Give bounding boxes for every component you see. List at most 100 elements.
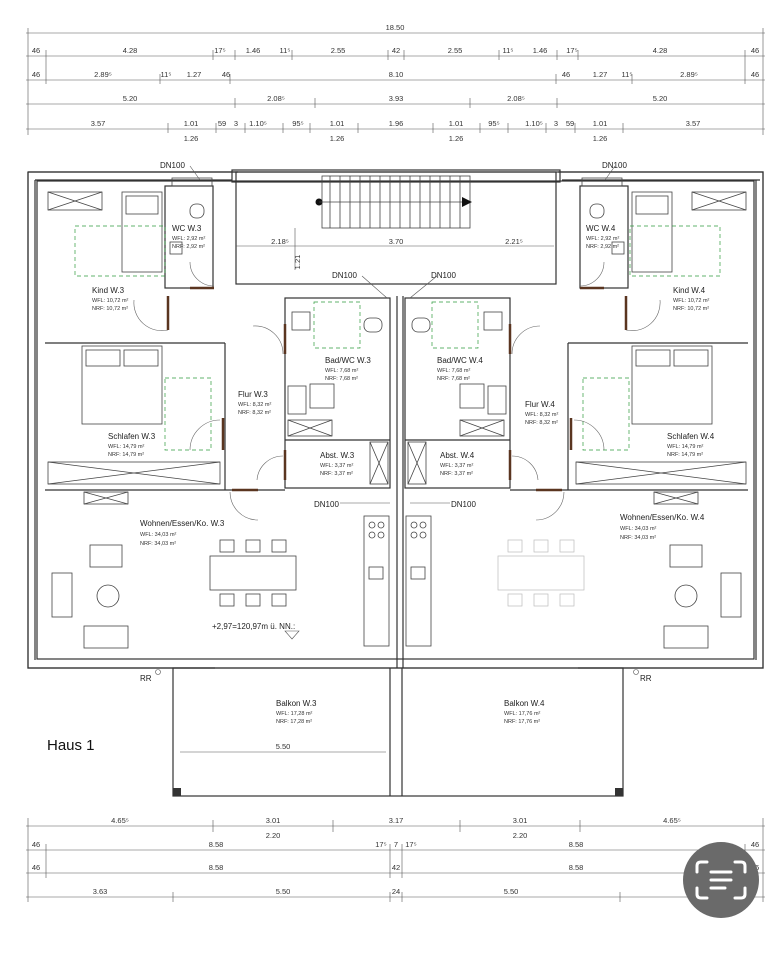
room-flur-w4: Flur W.4 WFL: 8,32 m² NRF: 8,32 m² xyxy=(525,400,558,426)
svg-text:WC W.3: WC W.3 xyxy=(172,224,202,233)
dim-top-5-2: 1.26 xyxy=(330,134,345,143)
dim-top-1-3: 17⁵ xyxy=(214,46,225,55)
svg-text:Flur W.4: Flur W.4 xyxy=(525,400,555,409)
dim-top-5-4: 1.26 xyxy=(593,134,608,143)
dim-bottom-1-1: 4.65⁵ xyxy=(111,816,129,825)
dim-top-4-5: 1.10⁵ xyxy=(249,119,267,128)
svg-text:NRF: 17,28 m²: NRF: 17,28 m² xyxy=(276,719,312,725)
dim-bottom-4-3: 24 xyxy=(392,887,400,896)
svg-text:WFL: 34,03 m²: WFL: 34,03 m² xyxy=(140,532,177,538)
svg-text:WFL: 10,72 m²: WFL: 10,72 m² xyxy=(92,298,129,304)
stair-dim-mid: 3.70 xyxy=(389,237,404,246)
dn100-label: DN100 xyxy=(160,161,185,170)
svg-text:NRF: 3,37 m²: NRF: 3,37 m² xyxy=(440,471,473,477)
dn100-label: DN100 xyxy=(314,500,339,509)
svg-text:Abst. W.4: Abst. W.4 xyxy=(440,451,475,460)
dim-bottom-2-6: 8.58 xyxy=(569,840,584,849)
svg-text:NRF: 8,32 m²: NRF: 8,32 m² xyxy=(238,410,271,416)
svg-text:Balkon W.4: Balkon W.4 xyxy=(504,699,545,708)
svg-text:NRF: 2,92 m²: NRF: 2,92 m² xyxy=(172,244,205,250)
dim-bottom-1-5: 4.65⁵ xyxy=(663,816,681,825)
room-schlafen-w3: Schlafen W.3 WFL: 14,79 m² NRF: 14,79 m² xyxy=(108,432,156,458)
dim-bottom-2-5: 17⁵ xyxy=(405,840,416,849)
svg-text:NRF: 2,92 m²: NRF: 2,92 m² xyxy=(586,244,619,250)
dim-bottom-1-2: 3.01 xyxy=(266,816,281,825)
room-wohnen-w3: Wohnen/Essen/Ko. W.3 WFL: 34,03 m² NRF: … xyxy=(140,519,225,547)
svg-text:WFL: 7,68 m²: WFL: 7,68 m² xyxy=(437,368,470,374)
dim-top-4-12: 3 xyxy=(554,119,558,128)
dim-bottom-3-1: 46 xyxy=(32,863,40,872)
dim-top-1-13: 46 xyxy=(751,46,759,55)
dim-top-2-6: 8.10 xyxy=(389,70,404,79)
svg-text:Kind W.3: Kind W.3 xyxy=(92,286,125,295)
room-wohnen-w4: Wohnen/Essen/Ko. W.4 WFL: 34,03 m² NRF: … xyxy=(620,513,705,541)
dim-top-1-9: 11⁵ xyxy=(503,46,514,55)
dim-top-1-6: 2.55 xyxy=(331,46,346,55)
room-wc-w3: WC W.3 WFL: 2,92 m² NRF: 2,92 m² xyxy=(172,224,205,250)
dim-bottom-2-7: 46 xyxy=(751,840,759,849)
elevation-label: +2,97=120,97m ü. NN.: xyxy=(212,622,295,631)
dim-top-5-3: 1.26 xyxy=(449,134,464,143)
svg-text:WFL: 14,79 m²: WFL: 14,79 m² xyxy=(108,444,145,450)
dim-top-2-3: 11⁵ xyxy=(161,70,172,79)
dim-top-2-7: 46 xyxy=(562,70,570,79)
dim-bottom-1-4: 3.01 xyxy=(513,816,528,825)
document-scan-icon xyxy=(695,860,747,900)
document-scan-button[interactable] xyxy=(683,842,759,918)
room-balkon-w3: Balkon W.3 WFL: 17,28 m² NRF: 17,28 m² xyxy=(276,699,317,725)
svg-text:Abst. W.3: Abst. W.3 xyxy=(320,451,355,460)
svg-text:WFL: 8,32 m²: WFL: 8,32 m² xyxy=(238,402,271,408)
svg-text:Bad/WC W.4: Bad/WC W.4 xyxy=(437,356,483,365)
dim-bottom-4-4: 5.50 xyxy=(504,887,519,896)
dim-top-1-8: 2.55 xyxy=(448,46,463,55)
svg-text:WFL: 17,28 m²: WFL: 17,28 m² xyxy=(276,711,313,717)
top-dimension-chains: 18.50 46 4.28 17⁵ 1.46 11⁵ 2.55 42 2.55 … xyxy=(26,23,765,143)
svg-text:WFL: 34,03 m²: WFL: 34,03 m² xyxy=(620,526,657,532)
room-bad-w4: Bad/WC W.4 WFL: 7,68 m² NRF: 7,68 m² xyxy=(437,356,483,382)
room-balkon-w4: Balkon W.4 WFL: 17,76 m² NRF: 17,76 m² xyxy=(504,699,545,725)
dim-bottom-2-4: 7 xyxy=(394,840,398,849)
dim-bottom-3-2: 8.58 xyxy=(209,863,224,872)
room-labels: WC W.3 WFL: 2,92 m² NRF: 2,92 m² WC W.4 … xyxy=(92,224,715,725)
rr-label: RR xyxy=(140,674,152,683)
dim-top-4-1: 3.57 xyxy=(91,119,106,128)
dim-top-1-5: 11⁵ xyxy=(280,46,291,55)
stair-dim-left: 2.18⁵ xyxy=(271,237,289,246)
dim-bottom-2-1: 46 xyxy=(32,840,40,849)
svg-text:NRF: 14,79 m²: NRF: 14,79 m² xyxy=(108,452,144,458)
balcony-dim: 5.50 xyxy=(276,742,291,751)
dim-bottom-3-4: 8.58 xyxy=(569,863,584,872)
svg-text:Schlafen W.4: Schlafen W.4 xyxy=(667,432,715,441)
svg-text:WFL: 17,76 m²: WFL: 17,76 m² xyxy=(504,711,541,717)
dim-top-4-10: 95⁵ xyxy=(488,119,499,128)
svg-text:WFL: 3,37 m²: WFL: 3,37 m² xyxy=(440,463,473,469)
svg-text:Balkon W.3: Balkon W.3 xyxy=(276,699,317,708)
staircase: 2.18⁵ 3.70 2.21⁵ 1.21 xyxy=(236,175,554,270)
svg-text:Schlafen W.3: Schlafen W.3 xyxy=(108,432,156,441)
stair-dim-right: 2.21⁵ xyxy=(505,237,523,246)
dn100-label: DN100 xyxy=(431,271,456,280)
svg-text:NRF: 10,72 m²: NRF: 10,72 m² xyxy=(673,306,709,312)
rr-label: RR xyxy=(640,674,652,683)
annotation-labels: DN100 DN100 DN100 DN100 DN100 DN100 RR R… xyxy=(47,161,652,754)
svg-text:WC W.4: WC W.4 xyxy=(586,224,616,233)
svg-text:WFL: 7,68 m²: WFL: 7,68 m² xyxy=(325,368,358,374)
dim-top-1-4: 1.46 xyxy=(246,46,261,55)
dim-top-4-3: 59 xyxy=(218,119,226,128)
svg-text:WFL: 8,32 m²: WFL: 8,32 m² xyxy=(525,412,558,418)
dim-top-4-8: 1.96 xyxy=(389,119,404,128)
dim-top-3-5: 5.20 xyxy=(653,94,668,103)
svg-text:WFL: 2,92 m²: WFL: 2,92 m² xyxy=(172,236,205,242)
dim-top-4-6: 95⁵ xyxy=(292,119,303,128)
dim-total: 18.50 xyxy=(386,23,405,32)
room-abst-w4: Abst. W.4 WFL: 3,37 m² NRF: 3,37 m² xyxy=(440,451,475,477)
dim-top-4-9: 1.01 xyxy=(449,119,464,128)
svg-text:Bad/WC W.3: Bad/WC W.3 xyxy=(325,356,371,365)
dim-top-1-10: 1.46 xyxy=(533,46,548,55)
svg-text:WFL: 2,92 m²: WFL: 2,92 m² xyxy=(586,236,619,242)
svg-text:Kind W.4: Kind W.4 xyxy=(673,286,706,295)
dim-top-4-4: 3 xyxy=(234,119,238,128)
svg-text:NRF: 3,37 m²: NRF: 3,37 m² xyxy=(320,471,353,477)
svg-text:NRF: 14,79 m²: NRF: 14,79 m² xyxy=(667,452,703,458)
